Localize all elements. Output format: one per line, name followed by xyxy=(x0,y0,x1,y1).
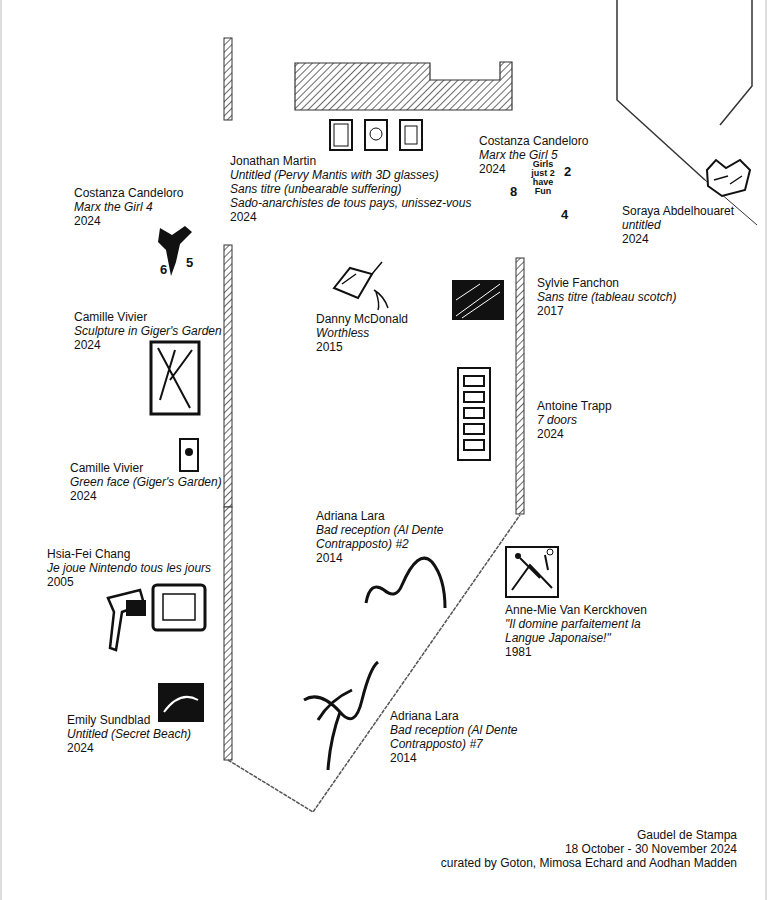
caption-text: 2014 xyxy=(390,751,555,765)
callout-number: 4 xyxy=(561,208,568,222)
artwork-title: Je joue Nintendo tous les jours xyxy=(47,561,222,575)
caption-text: 4 xyxy=(561,208,568,222)
caption-text: 2024 xyxy=(74,338,224,352)
callout-number: Girls just 2 have Fun xyxy=(527,160,559,196)
callout-number: 6 xyxy=(160,263,167,277)
artwork-title: "Il domine parfaitement la Langue Japona… xyxy=(505,617,650,645)
artwork-title: untitled xyxy=(622,218,762,232)
caption-text: Antoine Trapp xyxy=(537,399,612,413)
artwork-caption: Hsia-Fei ChangJe joue Nintendo tous les … xyxy=(47,547,222,589)
artwork-caption: Gaudel de Stampa18 October - 30 November… xyxy=(441,828,737,870)
artwork-title: Sans titre (unbearable suffering) xyxy=(230,182,471,196)
caption-text: 8 xyxy=(510,185,517,199)
caption-text: 5 xyxy=(186,256,193,270)
caption-text: 2024 xyxy=(230,210,471,224)
caption-text: Sylvie Fanchon xyxy=(537,276,676,290)
caption-text: 18 October - 30 November 2024 xyxy=(441,842,737,856)
callout-number: 2 xyxy=(564,165,571,179)
artwork-caption: Danny McDonaldWorthless2015 xyxy=(316,312,408,354)
artwork-caption: Camille VivierSculpture in Giger's Garde… xyxy=(74,310,224,352)
caption-text: Costanza Candeloro xyxy=(74,186,183,200)
artwork-title: Bad reception (Al Dente Contrapposto) #2 xyxy=(316,523,481,551)
caption-text: 2015 xyxy=(316,340,408,354)
caption-text: 2024 xyxy=(74,214,183,228)
artwork-caption: Sylvie FanchonSans titre (tableau scotch… xyxy=(537,276,676,318)
caption-text: 2017 xyxy=(537,304,676,318)
callout-number: 8 xyxy=(510,185,517,199)
artwork-caption: Antoine Trapp7 doors2024 xyxy=(537,399,612,441)
artwork-title: Untitled (Pervy Mantis with 3D glasses) xyxy=(230,168,471,182)
artwork-title: Sculpture in Giger's Garden xyxy=(74,324,224,338)
artwork-caption: Soraya Abdelhouaretuntitled2024 xyxy=(622,204,762,246)
artwork-caption: Adriana LaraBad reception (Al Dente Cont… xyxy=(316,509,481,565)
caption-text: Jonathan Martin xyxy=(230,154,471,168)
caption-text: curated by Goton, Mimosa Echard and Aodh… xyxy=(441,856,737,870)
caption-text: Adriana Lara xyxy=(316,509,481,523)
caption-text: 2024 xyxy=(70,489,222,503)
caption-text: Camille Vivier xyxy=(70,461,222,475)
caption-text: Hsia-Fei Chang xyxy=(47,547,222,561)
caption-text: 2024 xyxy=(537,427,612,441)
callout-number: 5 xyxy=(186,256,193,270)
caption-text: 2 xyxy=(564,165,571,179)
artwork-caption: Camille VivierGreen face (Giger's Garden… xyxy=(70,461,222,503)
artwork-caption: Jonathan MartinUntitled (Pervy Mantis wi… xyxy=(230,154,471,224)
caption-text: 1981 xyxy=(505,645,650,659)
caption-text: 2024 xyxy=(67,741,191,755)
artwork-caption: Anne-Mie Van Kerckhoven"Il domine parfai… xyxy=(505,603,650,659)
artwork-title: Untitled (Secret Beach) xyxy=(67,727,191,741)
caption-text: Gaudel de Stampa xyxy=(441,828,737,842)
artwork-title: Marx the Girl 4 xyxy=(74,200,183,214)
artwork-title: Worthless xyxy=(316,326,408,340)
artwork-caption: Emily SundbladUntitled (Secret Beach)202… xyxy=(67,713,191,755)
caption-text: 2014 xyxy=(316,551,481,565)
artwork-title: 7 doors xyxy=(537,413,612,427)
caption-text: Costanza Candeloro xyxy=(479,134,588,148)
caption-text: 6 xyxy=(160,263,167,277)
artwork-title: Bad reception (Al Dente Contrapposto) #7 xyxy=(390,723,555,751)
artwork-title: Sans titre (tableau scotch) xyxy=(537,290,676,304)
artwork-caption: Costanza CandeloroMarx the Girl 42024 xyxy=(74,186,183,228)
caption-text: Soraya Abdelhouaret xyxy=(622,204,762,218)
artwork-caption: Adriana LaraBad reception (Al Dente Cont… xyxy=(390,709,555,765)
artwork-title: Sado-anarchistes de tous pays, unissez-v… xyxy=(230,196,471,210)
caption-text: 2005 xyxy=(47,575,222,589)
caption-text: 2024 xyxy=(622,232,762,246)
caption-text: Girls just 2 have Fun xyxy=(527,160,559,196)
caption-text: Emily Sundblad xyxy=(67,713,191,727)
artwork-title: Green face (Giger's Garden) xyxy=(70,475,222,489)
caption-text: Anne-Mie Van Kerckhoven xyxy=(505,603,650,617)
caption-text: Danny McDonald xyxy=(316,312,408,326)
caption-text: Camille Vivier xyxy=(74,310,224,324)
caption-text: Adriana Lara xyxy=(390,709,555,723)
